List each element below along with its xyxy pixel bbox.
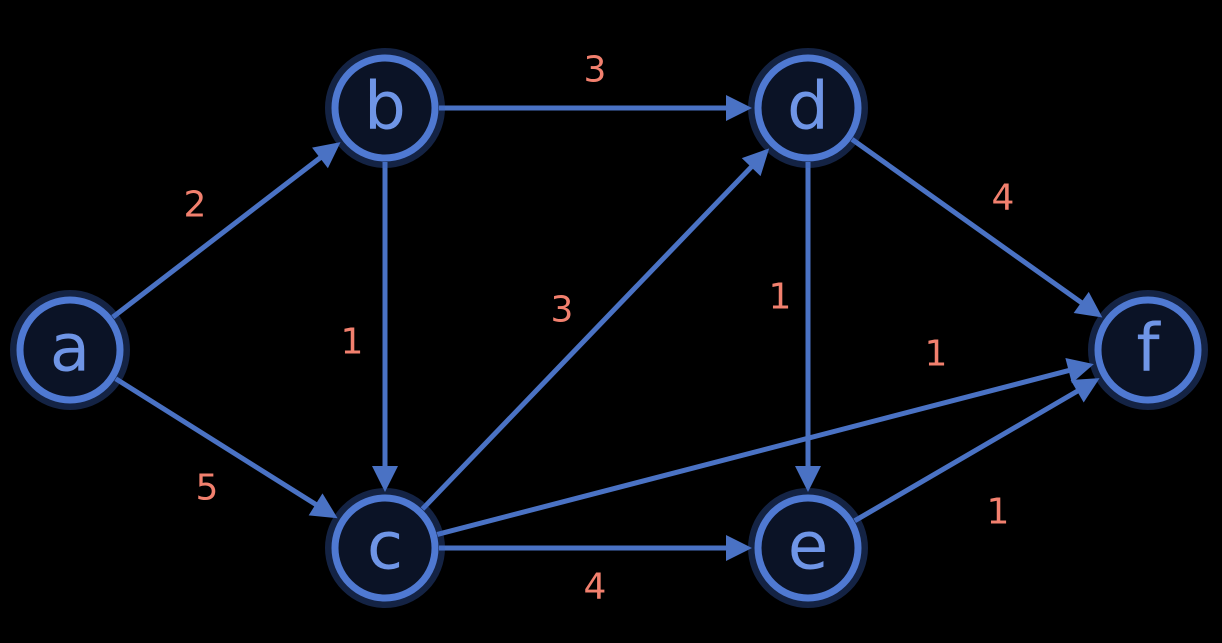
edge-weight-d-e: 1: [769, 277, 792, 318]
edge-c-f: [436, 358, 1094, 537]
edge-line: [114, 376, 319, 508]
edge-b-d: [439, 95, 752, 121]
arrowhead-icon: [1065, 358, 1094, 384]
arrowhead-icon: [726, 535, 752, 561]
node-d: d: [748, 48, 868, 168]
node-e: e: [748, 488, 868, 608]
edges-layer: [111, 95, 1103, 561]
arrowhead-icon: [308, 493, 338, 519]
node-circle: [754, 494, 862, 602]
edge-d-e: [795, 162, 821, 492]
node-label-d: d: [787, 68, 829, 145]
arrowhead-icon: [741, 148, 770, 177]
node-label-c: c: [367, 508, 403, 585]
arrowhead-icon: [726, 95, 752, 121]
edge-c-e: [439, 535, 752, 561]
edge-weight-a-b: 2: [184, 185, 207, 226]
node-label-f: f: [1136, 310, 1161, 387]
edge-line: [420, 163, 755, 511]
edge-weight-b-c: 1: [341, 322, 364, 363]
arrowhead-icon: [1070, 378, 1100, 403]
node-label-b: b: [364, 68, 406, 145]
arrowhead-icon: [795, 466, 821, 492]
node-circle: [331, 54, 439, 162]
edge-weight-d-f: 4: [992, 178, 1015, 219]
node-circle: [754, 54, 862, 162]
edge-weight-c-f: 1: [925, 334, 948, 375]
edge-weight-c-d: 3: [551, 290, 574, 331]
edge-line: [436, 367, 1072, 537]
node-f: f: [1088, 290, 1208, 410]
edge-weight-b-d: 3: [584, 50, 607, 91]
arrowhead-icon: [372, 466, 398, 492]
node-a: a: [10, 290, 130, 410]
node-c: c: [325, 488, 445, 608]
node-circle: [16, 296, 124, 404]
edge-d-f: [850, 137, 1103, 318]
edge-weight-a-c: 5: [196, 468, 219, 509]
edge-line: [853, 388, 1081, 523]
edge-c-d: [420, 148, 770, 511]
node-circle: [1094, 296, 1202, 404]
node-label-a: a: [50, 310, 90, 387]
node-circle: [331, 494, 439, 602]
edge-b-c: [372, 162, 398, 492]
edge-line: [850, 137, 1085, 306]
edge-line: [111, 154, 324, 320]
weights-layer: 2 5 1 3 3 4 1 1 4 1: [184, 50, 1015, 608]
edge-weight-c-e: 4: [584, 567, 607, 608]
arrowhead-icon: [312, 142, 341, 169]
node-label-e: e: [788, 508, 829, 585]
edge-e-f: [853, 378, 1100, 523]
edge-a-b: [111, 142, 341, 320]
arrowhead-icon: [1073, 291, 1103, 318]
edge-weight-e-f: 1: [987, 492, 1010, 533]
node-b: b: [325, 48, 445, 168]
edge-a-c: [114, 376, 338, 519]
nodes-layer: a b c d e f: [10, 48, 1208, 608]
